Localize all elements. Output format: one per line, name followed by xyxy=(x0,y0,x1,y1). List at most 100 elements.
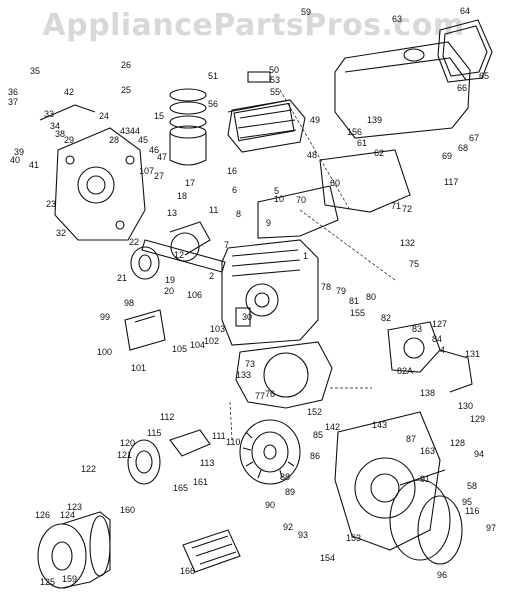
callout-4: 4 xyxy=(440,345,445,355)
starter-pulley-drawing xyxy=(389,469,463,565)
callout-19: 19 xyxy=(165,275,175,285)
callout-92: 92 xyxy=(283,522,293,532)
callout-17: 17 xyxy=(185,178,195,188)
callout-82a: 82A xyxy=(397,366,413,376)
callout-102: 102 xyxy=(204,336,219,346)
callout-29: 29 xyxy=(64,135,74,145)
air-filter-drawing xyxy=(437,19,493,83)
callout-20: 20 xyxy=(164,286,174,296)
callout-21: 21 xyxy=(117,273,127,283)
callout-67: 67 xyxy=(469,133,479,143)
guide-lines xyxy=(229,89,396,441)
pulley-drum-drawing xyxy=(37,511,111,589)
muffler-drawing xyxy=(387,321,473,393)
callout-84: 84 xyxy=(432,334,442,344)
callout-1: 1 xyxy=(303,251,308,261)
callout-38: 38 xyxy=(55,129,65,139)
callout-116: 116 xyxy=(465,506,479,516)
callout-163: 163 xyxy=(420,446,435,456)
callout-152: 152 xyxy=(307,407,322,417)
callout-16: 16 xyxy=(227,166,237,176)
callout-68: 68 xyxy=(458,143,468,153)
callout-81: 81 xyxy=(349,296,359,306)
callout-120: 120 xyxy=(120,438,135,448)
callout-90: 90 xyxy=(265,500,275,510)
fan-cover-drawing xyxy=(127,429,211,485)
fuel-tank-drawing xyxy=(334,41,471,139)
callout-39: 39 xyxy=(14,147,24,157)
shroud-drawing xyxy=(257,149,411,239)
callout-113: 113 xyxy=(200,458,214,468)
callout-106: 106 xyxy=(187,290,202,300)
callout-88: 88 xyxy=(280,472,290,482)
callout-60: 60 xyxy=(330,178,340,188)
callout-34: 34 xyxy=(50,121,60,131)
callout-8: 8 xyxy=(236,209,241,219)
callout-18: 18 xyxy=(177,191,187,201)
callout-128: 128 xyxy=(450,438,465,448)
callout-49: 49 xyxy=(310,115,320,125)
rewind-starter-drawing xyxy=(334,411,441,551)
callout-143: 143 xyxy=(372,420,387,430)
callout-132: 132 xyxy=(400,238,415,248)
piston-rings-drawing xyxy=(169,88,207,166)
callout-labels: 1245678910111213151617181920212223242526… xyxy=(8,6,496,587)
callout-100: 100 xyxy=(97,347,112,357)
callout-127: 127 xyxy=(432,319,447,329)
callout-94: 94 xyxy=(474,449,484,459)
callout-72: 72 xyxy=(402,204,412,214)
callout-131: 131 xyxy=(465,349,480,359)
gasket-plate-drawing xyxy=(182,529,241,573)
callout-121: 121 xyxy=(117,450,132,460)
callout-24: 24 xyxy=(99,111,109,121)
callout-64: 64 xyxy=(460,6,470,16)
callout-129: 129 xyxy=(470,414,485,424)
callout-53: 53 xyxy=(270,75,280,85)
callout-59: 59 xyxy=(301,7,311,17)
callout-154: 154 xyxy=(320,553,335,563)
callout-12: 12 xyxy=(174,250,184,260)
callout-153: 153 xyxy=(346,533,361,543)
callout-161: 161 xyxy=(193,477,208,487)
callout-105: 105 xyxy=(172,344,187,354)
callout-55: 55 xyxy=(270,87,280,97)
callout-77: 77 xyxy=(255,391,265,401)
callout-125: 125 xyxy=(40,577,55,587)
callout-99: 99 xyxy=(100,312,110,322)
callout-11: 11 xyxy=(209,205,218,215)
callout-28: 28 xyxy=(109,135,119,145)
callout-71: 71 xyxy=(391,201,401,211)
callout-80: 80 xyxy=(366,292,376,302)
callout-126: 126 xyxy=(35,510,50,520)
side-cover-drawing xyxy=(124,309,166,351)
callout-6: 6 xyxy=(232,185,237,195)
callout-123: 123 xyxy=(67,502,82,512)
callout-45: 45 xyxy=(138,135,148,145)
callout-160: 160 xyxy=(120,505,135,515)
crankcase-cover-drawing xyxy=(39,104,146,241)
callout-5: 5 xyxy=(274,186,279,196)
callout-9: 9 xyxy=(266,218,271,228)
callout-95: 95 xyxy=(462,497,472,507)
callout-78: 78 xyxy=(321,282,331,292)
callout-82: 82 xyxy=(381,313,391,323)
callout-166: 166 xyxy=(180,566,195,576)
callout-112: 112 xyxy=(160,412,174,422)
callout-66: 66 xyxy=(457,83,467,93)
callout-86: 86 xyxy=(310,451,320,461)
carburetor-drawing xyxy=(227,99,295,142)
callout-93: 93 xyxy=(298,530,308,540)
callout-25: 25 xyxy=(121,85,131,95)
callout-87: 87 xyxy=(406,434,416,444)
callout-65: 65 xyxy=(479,71,489,81)
callout-79: 79 xyxy=(336,286,346,296)
callout-30: 30 xyxy=(242,312,252,322)
callout-91: 91 xyxy=(420,474,430,484)
flywheel-drawing xyxy=(239,419,301,485)
callout-70: 70 xyxy=(296,195,306,205)
callout-44: 44 xyxy=(130,126,140,136)
callout-22: 22 xyxy=(129,237,139,247)
callout-83: 83 xyxy=(412,324,422,334)
callout-155: 155 xyxy=(350,308,365,318)
callout-26: 26 xyxy=(121,60,131,70)
